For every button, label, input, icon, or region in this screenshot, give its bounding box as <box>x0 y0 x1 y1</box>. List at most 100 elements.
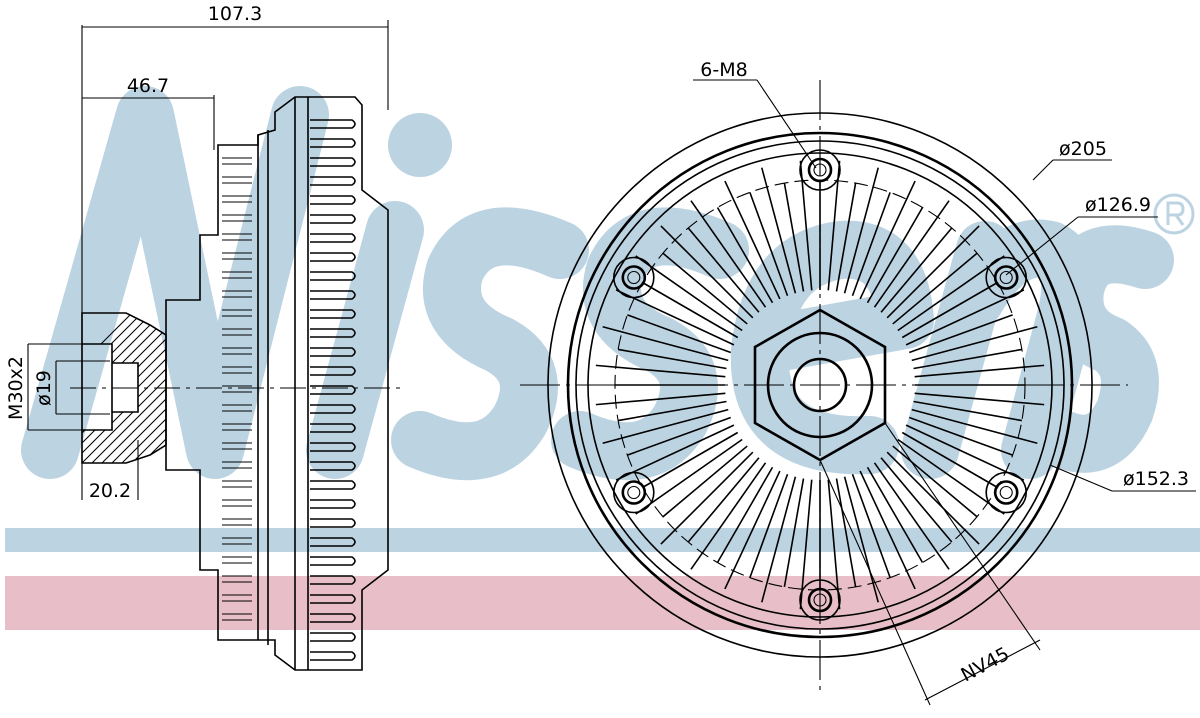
fin <box>913 348 1023 370</box>
inner-diameter-label: ø152.3 <box>1123 468 1189 490</box>
registered-mark-icon <box>1153 193 1195 235</box>
fin <box>642 431 739 489</box>
bolt-hole <box>985 256 1027 299</box>
fin <box>635 438 743 515</box>
side-fin <box>310 328 356 338</box>
fin <box>595 392 726 406</box>
bolt-hole <box>613 256 655 299</box>
fin <box>662 445 748 518</box>
bolt-hole <box>613 471 655 514</box>
fin <box>880 227 953 313</box>
fin <box>859 470 916 590</box>
side-fin <box>310 575 356 585</box>
overall-length-label: 107.3 <box>208 3 262 25</box>
side-fin <box>310 632 356 642</box>
fin <box>602 408 729 445</box>
fin <box>602 325 729 362</box>
side-fin <box>310 499 356 509</box>
fin <box>690 462 767 570</box>
bolt-hole <box>985 471 1027 514</box>
bolts-label: 6-M8 <box>700 59 747 81</box>
fin <box>660 225 754 319</box>
fin <box>901 431 998 489</box>
fin <box>627 416 732 456</box>
fin <box>843 167 880 294</box>
wrench-size-label: NV45 <box>957 643 1013 687</box>
fin <box>716 466 774 563</box>
side-fin <box>310 423 356 433</box>
fin <box>799 160 813 291</box>
fin <box>617 400 727 422</box>
fin <box>827 479 841 610</box>
fin <box>617 348 727 370</box>
side-fin <box>310 442 356 452</box>
nissens-logo <box>21 86 1174 481</box>
fin <box>835 182 857 292</box>
fin <box>880 457 953 543</box>
fin <box>859 180 916 300</box>
fin <box>911 325 1038 362</box>
fin <box>760 476 797 603</box>
fin <box>716 207 774 304</box>
bolt-circle-label: ø126.9 <box>1085 194 1151 216</box>
hub-length-label: 46.7 <box>127 75 169 97</box>
fin <box>615 424 735 481</box>
side-fin <box>310 556 356 566</box>
fin <box>660 451 754 545</box>
side-view: 107.3 46.7 20.2 M30x2 ø19 <box>5 3 400 671</box>
fin <box>911 408 1038 445</box>
fin <box>886 451 980 545</box>
side-fin <box>310 385 356 395</box>
fin <box>724 180 781 300</box>
side-fin <box>310 404 356 414</box>
fin <box>783 182 805 292</box>
fin <box>851 192 891 297</box>
fin <box>892 445 978 518</box>
side-fin <box>310 214 356 224</box>
fin <box>627 314 732 354</box>
fin <box>908 416 1013 456</box>
watermark <box>5 86 1200 630</box>
side-fin <box>310 613 356 623</box>
fin <box>905 289 1025 346</box>
thread-depth-label: 20.2 <box>89 480 131 502</box>
fin <box>642 281 739 339</box>
fin <box>866 207 924 304</box>
side-fin <box>310 366 356 376</box>
bore-label: ø19 <box>33 370 55 406</box>
side-fin <box>310 309 356 319</box>
fin <box>886 225 980 319</box>
fin <box>897 438 1005 515</box>
side-fin <box>310 195 356 205</box>
side-fin <box>310 461 356 471</box>
side-fin <box>310 157 356 167</box>
fin <box>866 466 924 563</box>
fin <box>873 200 950 308</box>
fin <box>827 160 841 291</box>
fin <box>690 200 767 308</box>
side-fin <box>310 537 356 547</box>
fin <box>851 473 891 578</box>
fin <box>749 473 789 578</box>
fin <box>687 227 760 313</box>
fin <box>615 289 735 346</box>
fin <box>892 252 978 325</box>
fin <box>835 478 857 588</box>
fin <box>662 252 748 325</box>
fin <box>873 462 950 570</box>
side-fin <box>310 594 356 604</box>
side-fin <box>310 252 356 262</box>
side-fin <box>310 518 356 528</box>
fin <box>749 192 789 297</box>
fin <box>724 470 781 590</box>
side-fin <box>310 119 356 129</box>
side-fin <box>310 233 356 243</box>
side-fin <box>310 138 356 148</box>
fin <box>783 478 805 588</box>
side-fin <box>310 651 356 661</box>
fin <box>843 476 880 603</box>
pink-stripe <box>5 576 1200 630</box>
side-fin <box>310 271 356 281</box>
